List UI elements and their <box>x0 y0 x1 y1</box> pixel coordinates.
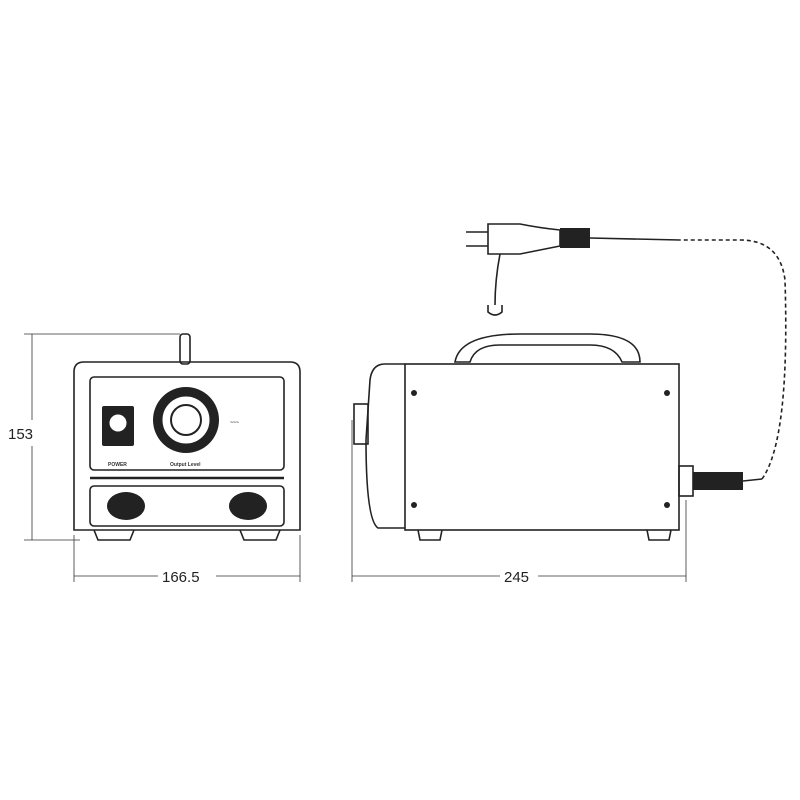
front-housing <box>73 361 301 531</box>
foot <box>646 529 672 541</box>
side-view <box>353 223 787 541</box>
foot-left <box>93 529 135 541</box>
power-plug <box>487 223 561 255</box>
power-cord <box>742 478 763 482</box>
power-cord <box>589 237 681 241</box>
connector-left <box>107 492 145 520</box>
brand-logo: ~~~ <box>230 420 239 426</box>
screw <box>664 390 670 396</box>
height-dimension: 153 <box>8 426 33 443</box>
screw <box>411 390 417 396</box>
side-knob <box>353 403 369 445</box>
side-front-bezel <box>365 363 405 529</box>
side-length-dimension: 245 <box>504 569 529 586</box>
output-level-label: Output Level <box>170 462 201 468</box>
connector-right <box>229 492 267 520</box>
connector-panel <box>89 485 285 527</box>
plug-strain-relief <box>560 228 590 248</box>
front-view: ~~~ POWER Output Level <box>73 333 301 541</box>
cord-bushing <box>693 472 743 490</box>
dial-knob <box>170 404 202 436</box>
power-switch-cap <box>108 413 128 433</box>
ground-wire <box>494 253 501 306</box>
control-panel <box>89 376 285 471</box>
power-cord-break <box>680 239 787 480</box>
cord-strain-relief <box>678 465 694 497</box>
screw <box>411 502 417 508</box>
foot <box>417 529 443 541</box>
carry-handle <box>454 333 641 363</box>
front-width-dimension: 166.5 <box>162 569 200 586</box>
foot-right <box>239 529 281 541</box>
power-label: POWER <box>108 462 127 468</box>
side-housing <box>404 363 680 531</box>
screw <box>664 502 670 508</box>
dimension-lines <box>24 333 687 582</box>
antenna <box>179 333 191 365</box>
ground-terminal <box>487 305 503 316</box>
